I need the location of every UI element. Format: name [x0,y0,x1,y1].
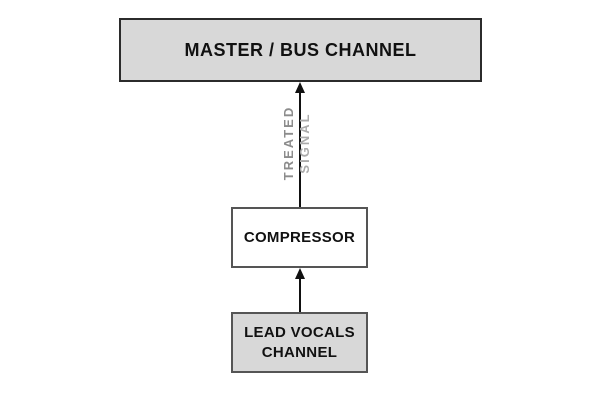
edge-label-treated-signal: TREATED SIGNAL [281,106,313,180]
edge-label-line1: TREATED [281,105,296,181]
node-master-label: MASTER / BUS CHANNEL [184,39,417,60]
arrow-lead-to-compressor [299,276,301,313]
node-compressor: COMPRESSOR [231,207,368,268]
arrowhead-up-icon [295,82,305,93]
node-lead-vocals-channel: LEAD VOCALS CHANNEL [231,312,368,373]
node-master-bus-channel: MASTER / BUS CHANNEL [119,18,482,82]
node-lead-label-line1: LEAD VOCALS [244,323,355,341]
arrow-compressor-to-master [299,90,301,208]
arrowhead-up-icon [295,268,305,279]
node-lead-label: LEAD VOCALS CHANNEL [244,323,355,363]
node-compressor-label: COMPRESSOR [243,229,356,246]
edge-label-line2: SIGNAL [297,112,312,174]
node-lead-label-line2: CHANNEL [261,343,338,361]
